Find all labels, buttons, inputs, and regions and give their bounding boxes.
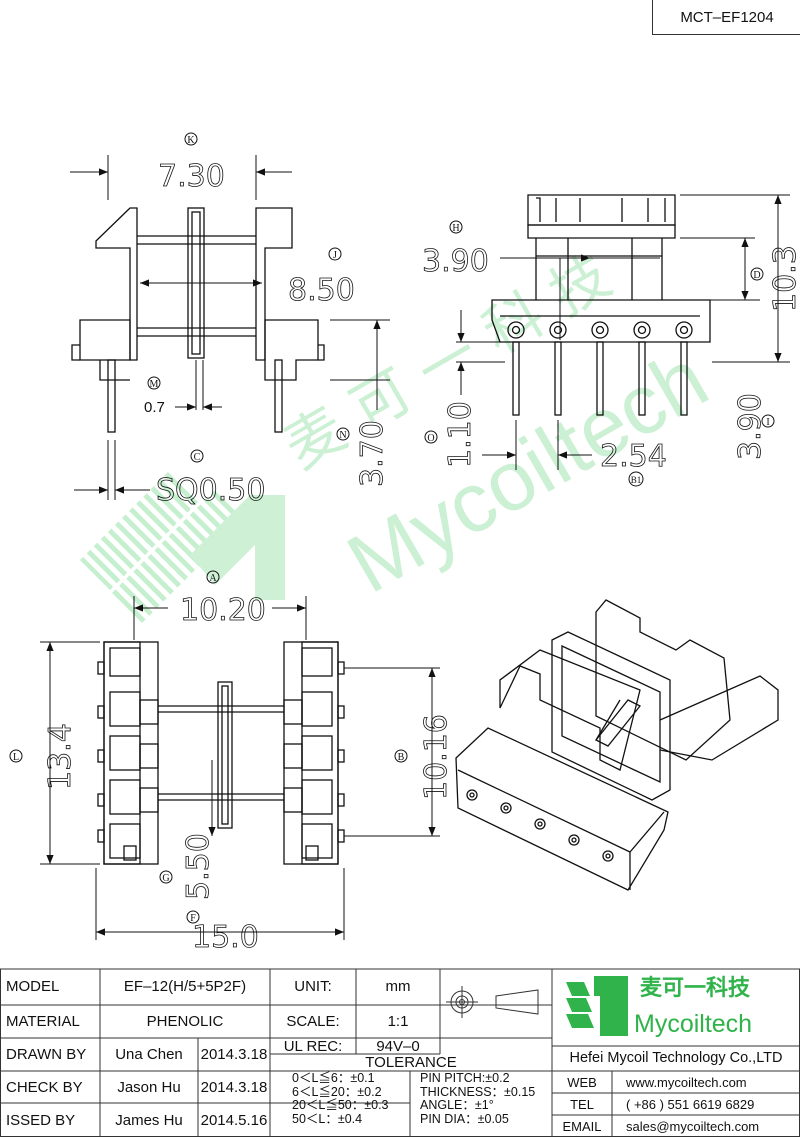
dim-k: 7.30 [158,159,225,194]
bottom-view-dimensions [40,596,440,940]
front-view [71,207,325,433]
email-label: EMAIL [562,1118,602,1134]
unit-label: UNIT: [294,977,332,995]
tag-o: O [427,433,434,444]
tolerance-label: TOLERANCE [365,1054,457,1071]
front-view-dimensions [70,155,390,500]
dim-g: 5.50 [181,833,216,900]
tolerance-spec: ANGLE：±1° [420,1098,494,1112]
dim-b1: 2.54 [600,439,667,474]
dimension-labels: 7.30 8.50 3.70 SQ0.50 3.90 10.3 3.90 1.1… [43,159,800,956]
watermark-stripe [80,470,200,590]
dim-j: 8.50 [288,273,355,308]
logo-mark [566,976,628,1036]
dim-c: SQ0.50 [156,473,265,508]
dim-b: 10.16 [419,714,454,800]
model-value: EF–12(H/5+5P2F) [123,977,247,995]
tolerance-specs: PIN PITCH:±0.2 THICKNESS：±0.15 ANGLE：±1°… [420,1071,536,1136]
material-label: MATERIAL [6,1013,80,1030]
side-view-dimensions [456,194,790,470]
dim-f: 15.0 [192,920,259,955]
tag-a: A [209,573,217,584]
dim-m: 0.7 [144,399,165,416]
tolerance-spec: PIN DIA：±0.05 [420,1111,509,1126]
check-date: 2014.3.18 [200,1078,268,1096]
logo-cn: 麦可一科技 [640,976,751,1001]
tolerance-range: 20＜L≦50：±0.3 [292,1098,389,1112]
dim-o: 1.10 [443,401,478,468]
tolerance-spec: PIN PITCH:±0.2 [420,1071,510,1085]
tag-n: N [339,430,346,441]
reference-tags: K J M N C H D I O B1 A L B G F [9,132,775,924]
bottom-view [97,641,345,865]
web-label: WEB [567,1074,597,1090]
isometric-view [455,599,779,891]
ul-value: 94V–0 [376,1037,420,1055]
scale-label: SCALE: [286,1013,340,1030]
watermark-stripe [110,490,245,625]
tolerance-ranges: 0＜L≦6：±0.1 6＜L≦20：±0.2 20＜L≦50：±0.3 50＜L… [292,1071,389,1136]
tag-g: G [162,873,169,884]
drawn-date: 2014.3.18 [200,1046,268,1063]
dim-a: 10.20 [180,593,266,628]
company-name: Hefei Mycoil Technology Co.,LTD [569,1050,783,1066]
ul-label: UL REC: [283,1037,343,1055]
projection-symbol [446,986,539,1018]
tag-d: D [753,270,760,281]
issued-date: 2014.5.16 [200,1111,268,1129]
tolerance-range: 6＜L≦20：±0.2 [292,1084,382,1099]
tel-label: TEL [570,1096,594,1112]
model-label: MODEL [6,977,60,995]
title-block: MODEL EF–12(H/5+5P2F) MATERIAL PHENOLIC … [0,968,800,1137]
logo-en: Mycoiltech [634,1009,753,1038]
tolerance-range: 50＜L：±0.4 [292,1111,363,1126]
drawing-code: MCT–EF1204 [652,0,800,35]
drawn-label: DRAWN BY [6,1046,87,1063]
check-label: CHECK BY [6,1078,83,1096]
dim-i: 3.90 [733,393,768,460]
tag-f: F [190,913,196,924]
tel-value: ( +86 ) 551 6619 6829 [626,1096,755,1112]
tag-b1: B1 [631,475,642,485]
issued-name: James Hu [115,1111,183,1129]
tolerance-spec: THICKNESS：±0.15 [420,1084,536,1099]
tag-i: I [766,417,769,428]
check-name: Jason Hu [117,1078,181,1096]
tag-j: J [333,250,337,261]
watermark-mark [190,495,285,600]
dim-d: 10.3 [768,245,800,312]
tag-m: M [150,379,159,390]
issued-label: ISSED BY [6,1111,76,1129]
tag-k: K [187,135,195,146]
web-link[interactable]: www.mycoiltech.com [626,1074,747,1090]
tag-h: H [452,223,459,234]
tag-b: B [398,752,405,763]
dim-h: 3.90 [422,244,489,279]
watermark: 麦 可 一 科 技 Mycoiltech [80,241,723,625]
tag-l: L [13,752,19,763]
unit-value: mm [385,977,411,995]
scale-value: 1:1 [387,1013,409,1030]
tag-c: C [194,452,201,463]
dim-n: 3.70 [355,420,390,487]
tolerance-range: 0＜L≦6：±0.1 [292,1071,375,1085]
drawn-name: Una Chen [115,1046,183,1063]
email-link[interactable]: sales@mycoiltech.com [626,1118,760,1134]
dim-l: 13.4 [43,723,78,790]
side-view [491,194,711,416]
material-value: PHENOLIC [146,1013,224,1030]
